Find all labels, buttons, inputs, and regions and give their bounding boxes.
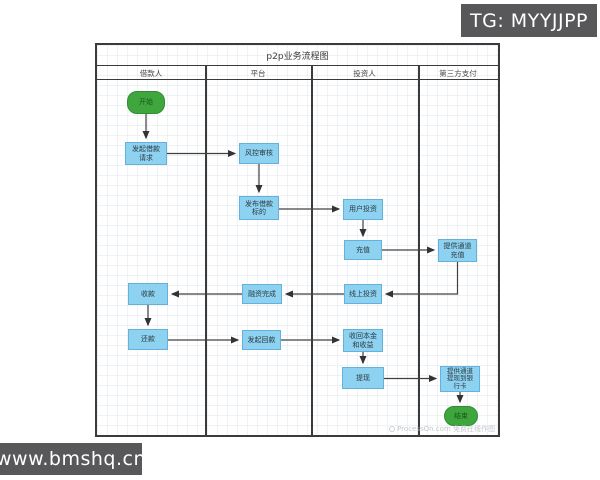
node-channel-withdraw: 提供通道 提现到银 行卡: [440, 366, 480, 392]
telegram-badge: TG: MYYJJPP: [461, 4, 597, 37]
node-withdraw: 提现: [342, 367, 384, 389]
node-loan-request: 发起借款 请求: [125, 142, 167, 165]
node-start: 开始: [127, 91, 165, 114]
lane-header-borrower: 借款人: [139, 68, 163, 78]
lane-divider-1: [205, 66, 207, 435]
website-badge: www.bmshq.cn: [0, 443, 146, 475]
node-initiate-return: 发起回款: [242, 330, 281, 350]
lane-divider-2: [311, 66, 313, 435]
lane-header-platform: 平台: [250, 68, 266, 78]
processon-watermark: ProcessOn.com 免费在线作图: [389, 424, 495, 434]
node-repayment: 还款: [128, 329, 168, 350]
node-online-invest: 线上投资: [344, 284, 382, 304]
diagram-title: p2p业务流程图: [97, 45, 498, 66]
processon-watermark-text: ProcessOn.com 免费在线作图: [397, 425, 495, 433]
lane-headers: 借款人 平台 投资人 第三方支付: [97, 66, 498, 80]
node-end: 结束: [444, 406, 478, 426]
node-user-invest: 用户投资: [343, 199, 383, 220]
node-recover-principal: 收回本金 和收益: [343, 329, 383, 352]
flowchart-frame: p2p业务流程图 借款人 平台 投资人 第三方支付: [95, 43, 500, 437]
edge-channelrecharge-onlineinvest: [384, 262, 459, 298]
node-risk-review: 风控审核: [239, 143, 279, 164]
node-publish-loan: 发布借款 标的: [239, 196, 279, 220]
node-financing-done: 融资完成: [242, 284, 282, 304]
node-channel-recharge: 提供通道 充值: [438, 239, 477, 262]
node-receive-payment: 收款: [128, 283, 168, 305]
lane-header-investor: 投资人: [353, 68, 376, 78]
processon-logo-icon: [389, 426, 396, 432]
node-recharge: 充值: [344, 240, 382, 260]
lane-header-thirdparty: 第三方支付: [439, 68, 477, 78]
flow-edges: [142, 114, 464, 404]
